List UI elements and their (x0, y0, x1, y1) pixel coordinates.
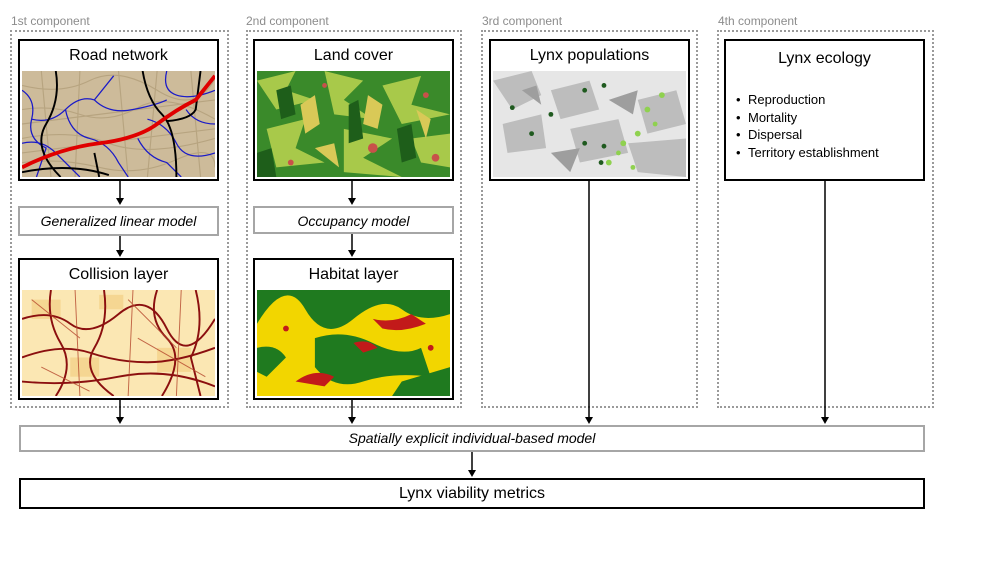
land-cover-panel: Land cover (253, 39, 454, 181)
collision-layer-title: Collision layer (68, 266, 169, 283)
habitat-layer-map (257, 290, 450, 396)
viability-metrics-box: Lynx viability metrics (19, 478, 925, 509)
component-1-label: 1st component (11, 14, 90, 28)
lynx-ecology-list: Reproduction Mortality Dispersal Territo… (736, 91, 879, 161)
arrow-populations-to-ibm (585, 181, 593, 424)
lynx-ecology-panel: Lynx ecology Reproduction Mortality Disp… (724, 39, 925, 181)
component-2-label: 2nd component (246, 14, 329, 28)
arrow-habitat-to-ibm (348, 400, 356, 424)
lynx-ecology-title: Lynx ecology (778, 50, 871, 67)
list-item: Reproduction (736, 91, 879, 109)
arrow-road-to-glm (116, 181, 124, 205)
arrow-ibm-to-metrics (468, 452, 476, 477)
component-2-frame (246, 30, 462, 408)
habitat-layer-panel: Habitat layer (253, 258, 454, 400)
arrow-ecology-to-ibm (821, 181, 829, 424)
land-cover-map (257, 71, 450, 177)
occupancy-model-box: Occupancy model (253, 206, 454, 234)
lynx-populations-map (493, 71, 686, 177)
land-cover-title: Land cover (313, 47, 394, 64)
arrow-collision-to-ibm (116, 400, 124, 424)
collision-layer-panel: Collision layer (18, 258, 219, 400)
road-network-title: Road network (69, 47, 168, 64)
collision-layer-map (22, 290, 215, 396)
arrow-glm-to-collision (116, 236, 124, 257)
list-item: Dispersal (736, 126, 879, 144)
arrow-landcover-to-occupancy (348, 181, 356, 205)
glm-box: Generalized linear model (18, 206, 219, 236)
road-network-panel: Road network (18, 39, 219, 181)
lynx-populations-panel: Lynx populations (489, 39, 690, 181)
component-4-label: 4th component (718, 14, 798, 28)
list-item: Mortality (736, 109, 879, 127)
lynx-populations-title: Lynx populations (529, 47, 650, 64)
habitat-layer-title: Habitat layer (308, 266, 399, 283)
arrow-occupancy-to-habitat (348, 234, 356, 257)
list-item: Territory establishment (736, 144, 879, 162)
road-network-map (22, 71, 215, 177)
component-3-label: 3rd component (482, 14, 563, 28)
ibm-box: Spatially explicit individual-based mode… (19, 425, 925, 452)
